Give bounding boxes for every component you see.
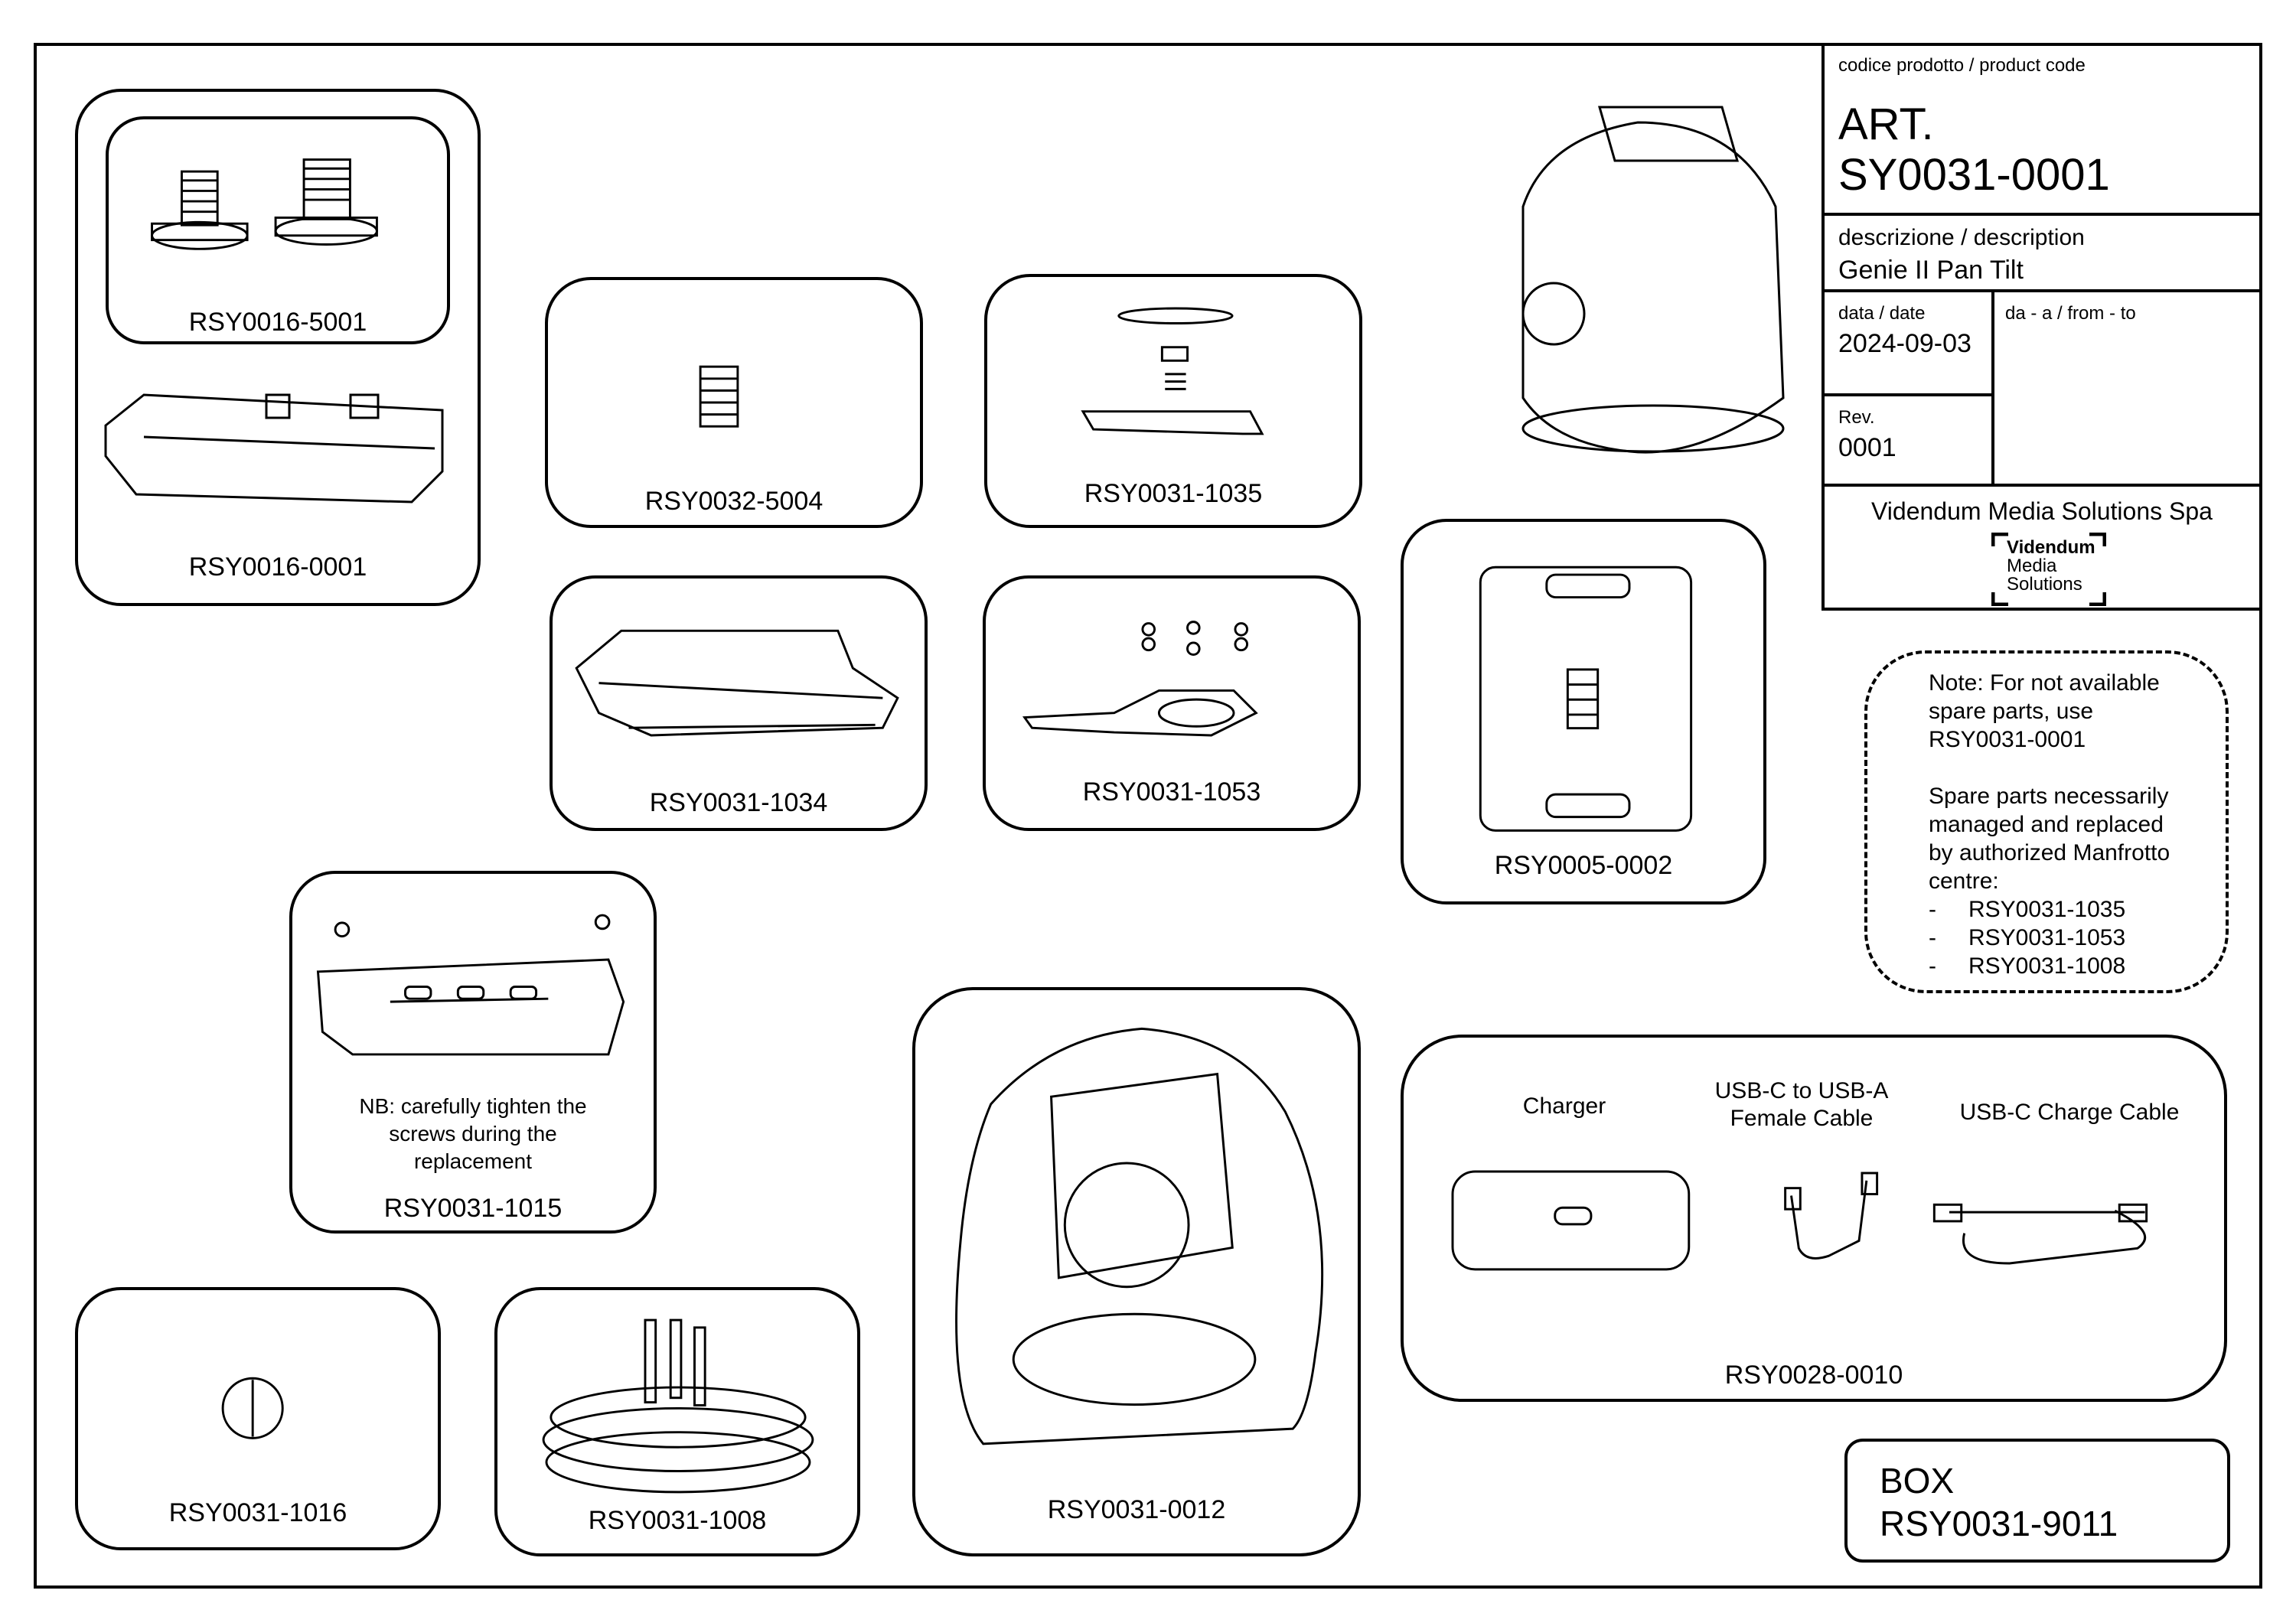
usb-adapter-label: USB-C to USB-A Female Cable: [1687, 1077, 1916, 1133]
box-title: BOX: [1880, 1461, 1955, 1501]
part-code: RSY0005-0002: [1494, 851, 1673, 880]
part-code: RSY0016-5001: [188, 308, 367, 337]
art-code: SY0031-0001: [1838, 150, 2110, 200]
note-item-code: RSY0031-1053: [1968, 925, 2126, 950]
accessories-drawing: [1451, 1170, 2148, 1271]
logo-word: Solutions: [2007, 574, 2082, 595]
part-rsy0031-1034: RSY0031-1034: [550, 575, 928, 831]
note-line: Note: For not available: [1929, 670, 2160, 696]
product-code-label: codice prodotto / product code: [1838, 55, 2086, 76]
note-line: spare parts, use: [1929, 699, 2094, 724]
part-code: RSY0031-1016: [168, 1498, 347, 1527]
part-code: RSY0031-1035: [1084, 479, 1263, 508]
charger-label: Charger: [1522, 1093, 1606, 1119]
date: 2024-09-03: [1838, 329, 1971, 358]
art-label: ART.: [1838, 99, 1934, 149]
replacement-note: NB: carefully tighten the screws during …: [292, 1093, 654, 1175]
plate-spring-screw-drawing: [1081, 307, 1264, 435]
part-rsy0031-1053: RSY0031-1053: [983, 575, 1361, 831]
rev-label: Rev.: [1838, 407, 1875, 428]
logo-word: Videndum: [2007, 537, 2095, 558]
part-rsy0005-0002: RSY0005-0002: [1401, 519, 1766, 904]
mount-plate-screws-drawing: [1022, 621, 1258, 737]
screw-insert-drawing: [699, 365, 739, 428]
logo-word: Media: [2007, 556, 2057, 576]
date-label: data / date: [1838, 303, 1926, 324]
description-label: descrizione / description: [1838, 225, 2085, 250]
note-list-item: -RSY0031-1035: [1929, 897, 2126, 922]
cap-drawing: [221, 1377, 284, 1439]
from-to-label: da - a / from - to: [2005, 303, 2136, 324]
title-block: codice prodotto / product code ART. SY00…: [1821, 43, 2262, 611]
part-code: RSY0031-1053: [1082, 777, 1261, 807]
part-code: RSY0032-5004: [644, 487, 823, 516]
part-code: RSY0031-1008: [588, 1506, 767, 1535]
part-rsy0032-5004: RSY0032-5004: [545, 277, 923, 528]
clamp-frame-drawing: [575, 629, 899, 737]
note-list-item: -RSY0031-1053: [1929, 925, 2126, 950]
note-item-code: RSY0031-1008: [1968, 953, 2126, 979]
battery-drawing: [1479, 565, 1693, 832]
company-logo: Videndum Media Solutions: [1991, 533, 2106, 606]
rev: 0001: [1838, 433, 1896, 462]
note-line: Spare parts necessarily: [1929, 784, 2169, 809]
note-line: managed and replaced: [1929, 812, 2164, 837]
note-line: NB: carefully tighten the: [359, 1094, 587, 1118]
charge-cable-label: USB-C Charge Cable: [1959, 1100, 2180, 1125]
side-cover-drawing: [316, 914, 625, 1056]
part-rsy0031-0012: RSY0031-0012: [912, 987, 1361, 1556]
part-rsy0031-1015: NB: carefully tighten the screws during …: [289, 871, 657, 1234]
part-code: RSY0031-1015: [383, 1194, 563, 1223]
note-list-item: -RSY0031-1008: [1929, 953, 2126, 979]
note-line: by authorized Manfrotto: [1929, 840, 2170, 865]
drawing-frame: [34, 43, 2262, 1589]
quick-release-plate-drawing: [104, 393, 444, 504]
note-line: screws during the: [389, 1122, 557, 1146]
note-item-code: RSY0031-1035: [1968, 897, 2126, 922]
note-line: centre:: [1929, 869, 1999, 894]
spare-parts-note: Note: For not available spare parts, use…: [1864, 650, 2229, 993]
part-rsy0031-1035: RSY0031-1035: [984, 274, 1362, 528]
box-code: RSY0031-9011: [1880, 1504, 2118, 1543]
note-spacer: [1929, 754, 2210, 782]
base-shell-drawing: [955, 1027, 1324, 1445]
part-code: RSY0031-1034: [649, 788, 828, 817]
part-rsy0028-0010: Charger USB-C to USB-A Female Cable USB-…: [1401, 1035, 2227, 1402]
company-name: Videndum Media Solutions Spa: [1871, 497, 2213, 525]
screw-adapters-drawing: [151, 158, 378, 250]
part-rsy0031-1008: RSY0031-1008: [494, 1287, 860, 1556]
description: Genie II Pan Tilt: [1838, 256, 2024, 285]
label-line: USB-C to USB-A: [1714, 1078, 1889, 1103]
genie-pan-tilt-drawing: [1521, 106, 1785, 454]
part-code: RSY0028-0010: [1724, 1361, 1903, 1390]
ring-with-screws-drawing: [542, 1318, 814, 1494]
note-line: replacement: [413, 1149, 533, 1173]
box-label: BOX RSY0031-9011: [1844, 1439, 2230, 1563]
label-line: Female Cable: [1730, 1106, 1874, 1131]
logo-brackets-icon: [1991, 533, 2106, 606]
part-code: RSY0031-0012: [1047, 1495, 1226, 1524]
part-rsy0016-5001: RSY0016-5001: [106, 116, 450, 344]
part-code: RSY0016-0001: [188, 552, 367, 582]
part-rsy0031-1016: RSY0031-1016: [75, 1287, 441, 1550]
note-line: RSY0031-0001: [1929, 727, 2086, 752]
